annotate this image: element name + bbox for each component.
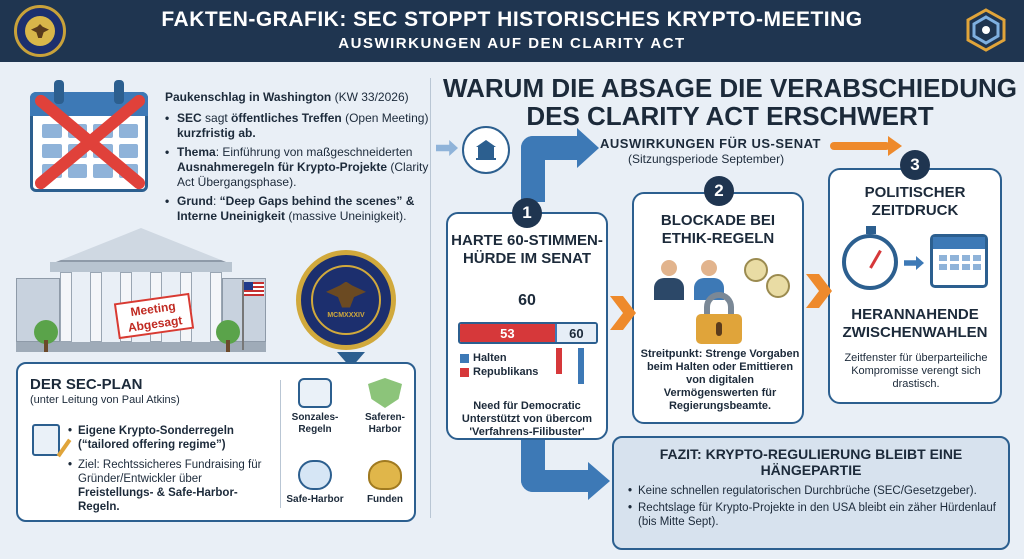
intro-lead: Paukenschlag in Washington (KW 33/2026) (165, 90, 409, 104)
flag-pole (242, 280, 244, 350)
right-headline: WARUM DIE ABSAGE DIE VERABSCHIEDUNG DES … (443, 73, 1017, 131)
fazit-item: Rechtslage für Krypto-Projekte in den US… (628, 501, 1002, 529)
intro-item: SEC sagt öffentliches Treffen (Open Meet… (165, 111, 430, 141)
money-bag-icon (368, 460, 402, 490)
calendar-icon (930, 234, 988, 288)
card-note: Streitpunkt: Strenge Vorgaben beim Halte… (640, 348, 800, 412)
card-title: BLOCKADE BEI ETHIK-REGELN (660, 212, 776, 247)
stopwatch-icon (842, 226, 898, 290)
plan-item: Eigene Krypto-Sonderregeln (“tailored of… (68, 424, 268, 452)
blue-arrow-icon (578, 348, 584, 384)
step-number: 2 (704, 176, 734, 206)
vote-bar-blue: 60 (554, 324, 596, 342)
shield-hands-icon (368, 378, 402, 408)
card-ethics: BLOCKADE BEI ETHIK-REGELN Streitpunkt: S… (632, 192, 804, 424)
arrow-right-icon (436, 140, 458, 156)
crypto-coin-icon (766, 274, 790, 298)
sec-plan-box: DER SEC-PLAN (unter Leitung von Paul Atk… (16, 362, 416, 522)
capitol-icon (462, 126, 510, 174)
crypto-logo-icon (966, 8, 1006, 52)
column-divider (430, 78, 431, 518)
plan-item: Ziel: Rechtssicheres Fundraising für Grü… (68, 458, 268, 514)
step-number: 3 (900, 150, 930, 180)
senate-title: AUSWIRKUNGEN FÜR US-SENAT (600, 136, 821, 151)
flow-arrow-tip (588, 462, 610, 500)
header-bar: FAKTEN-GRAFIK: SEC STOPPT HISTORISCHES K… (0, 0, 1024, 62)
sec-seal-icon (14, 5, 66, 57)
card-big-number: 60 (518, 292, 536, 309)
orange-connector (830, 142, 890, 150)
flow-arrow (521, 470, 591, 492)
us-flag-icon (244, 282, 264, 296)
card-time-pressure: POLITISCHER ZEITDRUCK HERANNAHENDE ZWISC… (828, 168, 1002, 404)
card-60-votes: HARTE 60-STIMMEN-HÜRDE IM SENAT 60 53 60… (446, 212, 608, 440)
plan-icon-item: Saferen-Harbor (350, 378, 420, 436)
fazit-box: FAZIT: KRYPTO-REGULIERUNG BLEIBT EINE HÄ… (612, 436, 1010, 550)
fazit-item: Keine schnellen regulatorischen Durchbrü… (628, 484, 1002, 498)
arrow-right-icon (904, 256, 924, 270)
card-title: POLITISCHER ZEITDRUCK (864, 184, 966, 219)
plan-icon-item: Sonzales-Regeln (280, 378, 350, 436)
card-title: HARTE 60-STIMMEN-HÜRDE IM SENAT (451, 232, 603, 267)
plan-title: DER SEC-PLAN (30, 376, 143, 393)
checklist-icon (298, 378, 332, 408)
flow-arrow-tip (577, 128, 599, 168)
plan-subtitle: (unter Leitung von Paul Atkins) (30, 394, 180, 406)
sec-seal-large-icon: MCMXXXIV (296, 250, 396, 350)
cancelled-calendar-icon (24, 78, 154, 198)
orange-arrow-tip (888, 136, 902, 156)
flow-arrow (521, 136, 577, 160)
document-pen-icon (32, 424, 60, 456)
plan-icon-item: Funden (350, 460, 420, 506)
lock-icon (696, 292, 742, 344)
legend-item: Republikans (460, 366, 538, 378)
intro-item: Thema: Einführung von maßgeschneiderten … (165, 145, 430, 190)
red-arrow-icon (556, 348, 562, 374)
page-title: FAKTEN-GRAFIK: SEC STOPPT HISTORISCHES K… (161, 8, 863, 31)
card-subtitle: HERANNAHENDE ZWISCHENWAHLEN (842, 306, 988, 341)
vote-bar: 53 60 (458, 322, 598, 344)
crypto-coin-icon (744, 258, 768, 282)
step-number: 1 (512, 198, 542, 228)
senate-subtitle: (Sitzungsperiode September) (628, 152, 785, 166)
page-subtitle: AUSWIRKUNGEN AUF DEN CLARITY ACT (338, 35, 686, 52)
fazit-title: FAZIT: KRYPTO-REGULIERUNG BLEIBT EINE HÄ… (659, 446, 963, 478)
vote-bar-red: 53 (460, 324, 555, 342)
card-note: Zeitfenster für überparteiliche Kompromi… (844, 352, 988, 390)
card-note: Need für Democratic Unterstützt von über… (461, 400, 593, 438)
intro-item: Grund: “Deep Gaps behind the scenes” & I… (165, 194, 430, 224)
legend-item: Halten (460, 352, 507, 364)
intro-block: Paukenschlag in Washington (KW 33/2026) … (165, 90, 430, 228)
cloud-icon (298, 460, 332, 490)
divider (280, 380, 281, 508)
official-icon (654, 260, 684, 300)
sec-building-illustration: Meeting Abgesagt (16, 228, 266, 368)
plan-icon-item: Safe-Harbor (280, 460, 350, 506)
